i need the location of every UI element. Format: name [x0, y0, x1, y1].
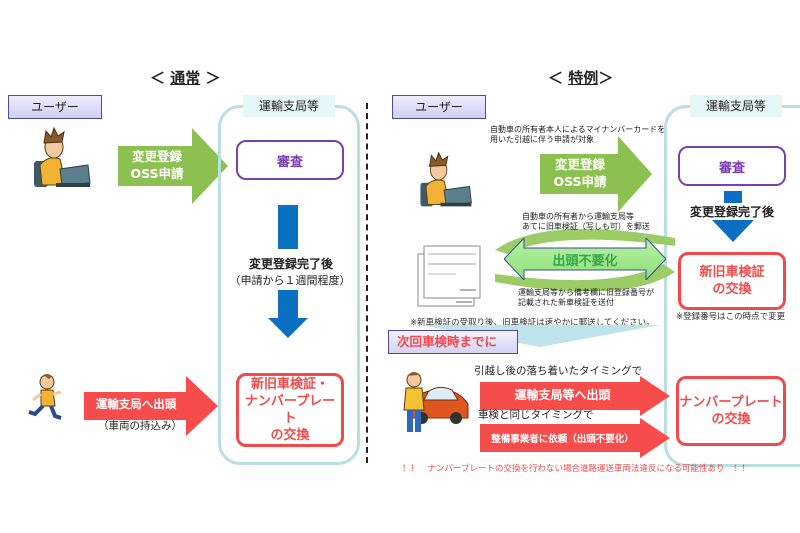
heading-bracket-open: ＜ [548, 69, 569, 87]
after-registration-sub-normal: （申請から１週間程度） [229, 274, 351, 287]
special-heading-text: 特例 [568, 69, 599, 87]
timing-after-move: 引越し後の落ち着いたタイミングで [474, 365, 642, 377]
target-note-line1: 自動車の所有者本人によるマイナンバーカードを [490, 125, 666, 134]
mail-bottom-line1: 運輸支局等から備考欄に旧登録番号が [518, 288, 654, 297]
no-visit-double-arrow: 出頭不要化 [503, 236, 667, 284]
review-box-special: 審査 [678, 146, 786, 186]
no-visit-label: 出頭不要化 [552, 254, 618, 269]
down-arrow-special-1 [724, 188, 742, 207]
exchange-line1: 新旧車検証・ [250, 377, 329, 392]
vehicle-certificate-icon [416, 244, 482, 308]
normal-heading: ＜ 通常 ＞ [150, 67, 220, 88]
oss-apply-line1: 変更登録 [554, 157, 605, 172]
visit-office-arrow-normal: 運輸支局へ出頭 [84, 376, 218, 440]
review-box-normal: 審査 [236, 140, 344, 180]
send-new-cert-note: 運輸支局等から備考欄に旧登録番号が 記載された新車検証を送付 [518, 288, 654, 308]
visit-office-label-special: 運輸支局等へ出頭 [514, 388, 611, 402]
plate-box-line2: の交換 [711, 412, 751, 427]
heading-bracket-close: ＞ [200, 69, 221, 87]
registration-number-change-note: ※登録番号はこの時点で変更 [676, 312, 786, 322]
return-old-cert-note: ※新車検証の受取り後、旧車検証は速やかに郵送してください。 [410, 318, 655, 328]
mail-bottom-line2: 記載された新車検証を送付 [518, 298, 614, 307]
timing-with-inspection: 車検と同じタイミングで [478, 409, 594, 421]
cert-exchange-box-special: 新旧車検証 の交換 [678, 252, 786, 310]
cert-box-line2: の交換 [712, 282, 752, 297]
mail-old-cert-note: 自動車の所有者から運輸支局等 あてに旧車検証（写しも可）を郵送 [522, 212, 650, 232]
running-person-icon [25, 370, 69, 426]
heading-bracket-open: ＜ [150, 69, 171, 87]
legal-warning: ！！ ナンバープレートの交換を行わない場合道路運送車両法違反になる可能性あり ！… [402, 464, 750, 474]
exchange-line3: の交換 [270, 428, 310, 443]
user-laptop-icon [28, 125, 94, 191]
office-label-normal: 運輸支局等 [243, 95, 335, 117]
oss-apply-arrow-normal: 変更登録 OSS申請 [118, 128, 228, 208]
oss-apply-arrow-special: 変更登録 OSS申請 [540, 136, 652, 216]
person-with-car-icon [398, 368, 470, 436]
after-registration-label-normal: 変更登録完了後 [248, 257, 333, 271]
exchange-box-normal: 新旧車検証・ ナンバープレート の交換 [236, 373, 344, 447]
visit-office-label-normal: 運輸支局へ出頭 [95, 397, 177, 411]
after-registration-label-special: 変更登録完了後 [689, 205, 774, 219]
visit-office-arrow-special: 運輸支局等へ出頭 [480, 376, 670, 420]
down-arrow-normal-2 [268, 290, 308, 342]
user-label-special: ユーザー [392, 95, 486, 119]
section-divider [366, 103, 368, 463]
oss-apply-line2: OSS申請 [553, 174, 607, 189]
mail-top-line2: あてに旧車検証（写しも可）を郵送 [522, 222, 650, 231]
oss-apply-line1: 変更登録 [131, 149, 182, 164]
dealer-request-arrow: 整備事業者に依頼（出頭不要化） [480, 418, 670, 462]
dealer-request-label: 整備事業者に依頼（出頭不要化） [491, 434, 634, 445]
target-note-line2: 用いた引越に伴う申請が対象 [490, 135, 594, 144]
user-label-normal: ユーザー [8, 95, 102, 119]
target-note: 自動車の所有者本人によるマイナンバーカードを 用いた引越に伴う申請が対象 [490, 125, 665, 145]
normal-heading-text: 通常 [170, 69, 201, 87]
mail-top-line1: 自動車の所有者から運輸支局等 [522, 212, 634, 221]
plate-exchange-box: ナンバープレート の交換 [676, 376, 786, 446]
down-arrow-special-2 [712, 220, 754, 246]
mail-loop-arrows [485, 220, 685, 304]
bring-vehicle-note: （車両の持込み） [98, 420, 182, 432]
down-arrow-normal-1 [278, 205, 298, 253]
user-laptop-icon [412, 150, 478, 210]
exchange-line2: ナンバープレート [244, 394, 336, 426]
deadline-label: 次回車検時までに [388, 330, 518, 354]
special-heading: ＜ 特例＞ [548, 67, 613, 88]
office-label-special: 運輸支局等 [690, 95, 782, 117]
heading-bracket-close: ＞ [598, 69, 614, 87]
oss-apply-line2: OSS申請 [130, 166, 184, 181]
cert-box-line1: 新旧車検証 [699, 265, 765, 280]
plate-box-line1: ナンバープレート [679, 395, 783, 410]
